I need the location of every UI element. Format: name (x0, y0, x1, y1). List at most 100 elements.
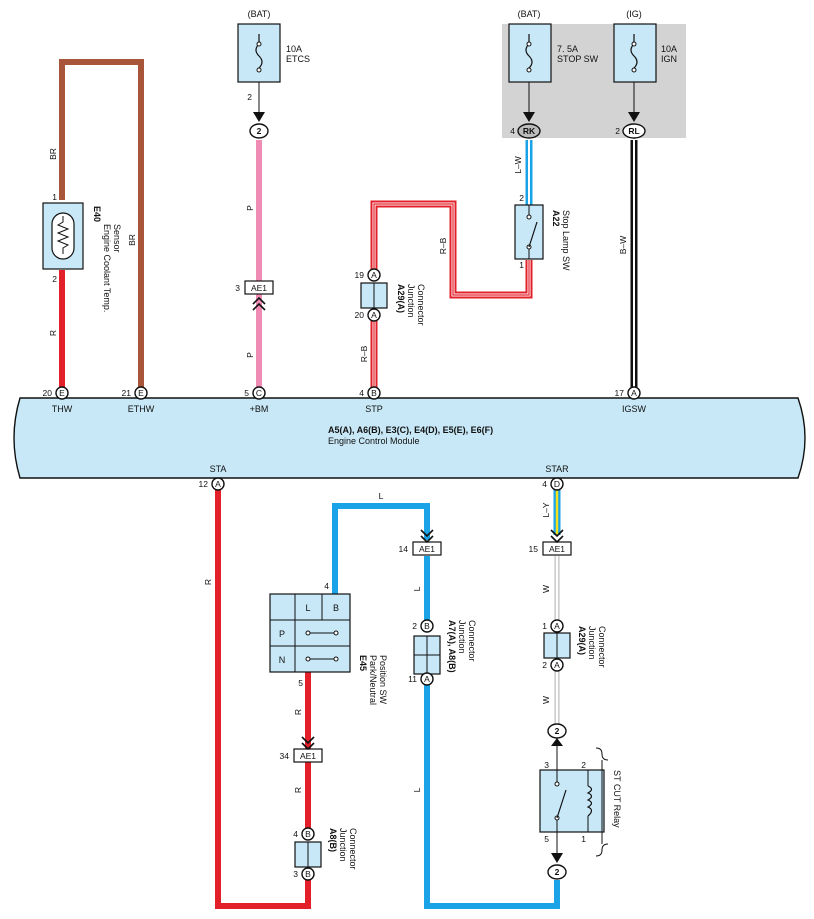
wc-r-thw: R (48, 330, 58, 336)
ecm-pin-ethw: ETHW (128, 404, 155, 414)
bubble-a7-top (420, 619, 434, 633)
ecm-pin-sta: STA (210, 464, 227, 474)
svg-text:Connector: Connector (597, 626, 607, 668)
bubble-stp-text: B (371, 388, 377, 398)
wc-r-sta: R (203, 579, 213, 585)
wire-l (332, 503, 430, 595)
bubble-relay-bot-text: 2 (555, 867, 560, 877)
pin-ecm-sta: 12 (199, 479, 209, 489)
bubble-thw-text: E (59, 388, 65, 398)
pn-row-p: P (279, 629, 285, 639)
svg-text:Position SW: Position SW (378, 655, 388, 705)
svg-text:Connector: Connector (348, 828, 358, 870)
pin-ecm-ethw: 21 (122, 388, 132, 398)
svg-text:Junction: Junction (406, 284, 416, 318)
ecm-name: Engine Control Module (328, 436, 420, 446)
a29-junction-upper (360, 282, 388, 309)
pin-etcs-out: 2 (247, 92, 252, 102)
ae1-box-p (244, 280, 274, 295)
chevron-down-ly (550, 529, 564, 544)
pin-a7-bot: 11 (408, 674, 417, 684)
bubble-igsw-text: A (631, 388, 637, 398)
bubble-sta-text: A (215, 479, 221, 489)
fuse-ign-amp: 10A (661, 44, 677, 54)
pin-ae1-ly: 15 (529, 544, 539, 554)
arrow-relay-up (551, 738, 563, 746)
bubble-relay-top-text: 2 (555, 726, 560, 736)
pin-ae1-l: 14 (399, 544, 409, 554)
pn-col-b: B (333, 603, 339, 613)
pin-relay-1: 1 (581, 834, 586, 844)
wc-br-left: BR (48, 148, 58, 160)
bubble-ecm-igsw (627, 386, 641, 400)
wc-w1: W (541, 585, 551, 593)
wc-w2: W (541, 696, 551, 704)
fuse-etcs (237, 23, 281, 83)
ecm-pin-star: STAR (545, 464, 569, 474)
pin-ign-in: 2 (615, 126, 620, 136)
bubble-ecm-thw (55, 386, 69, 400)
wire-r-sta (215, 490, 311, 909)
a8-label: A8(B) Junction Connector (328, 828, 358, 870)
ae1-label-p: AE1 (251, 283, 267, 293)
wc-rb-lower: R–B (359, 345, 369, 362)
wire-l-low (424, 680, 560, 909)
wire-rb-core (373, 203, 530, 296)
chevron-up-p (252, 296, 266, 311)
e40-coolant-sensor (42, 202, 84, 270)
ecm-pin-thw: THW (52, 404, 73, 414)
a22-label: A22 Stop Lamp SW (551, 210, 571, 271)
bubble-a29-20 (367, 308, 381, 322)
svg-text:E40: E40 (92, 206, 102, 222)
pin-a22-bot: 1 (519, 260, 524, 270)
fuse-etcs-amp: 10A (286, 44, 302, 54)
arrow-stop (523, 112, 535, 122)
bubble-a8-top-text: B (305, 829, 311, 839)
pin-a8-bot: 3 (293, 869, 298, 879)
pin-a7-top: 2 (412, 621, 417, 631)
bubble-a7-top-text: B (424, 621, 430, 631)
fuse-etcs-name: ETCS (286, 54, 310, 64)
power-ig: (IG) (626, 9, 642, 19)
chevron-down-l (420, 529, 434, 544)
svg-text:Engine Coolant Temp.: Engine Coolant Temp. (102, 224, 112, 312)
wire-rb-stripe (372, 202, 531, 297)
bubble-a29b-top (550, 619, 564, 633)
ecm-pin-bm: +BM (250, 404, 269, 414)
fuse-ign-name: IGN (661, 54, 677, 64)
wc-l-mid: L (412, 586, 422, 591)
wc-l-top: L (379, 491, 384, 501)
pin-ecm-star: 4 (542, 479, 547, 489)
bubble-a7-bot (420, 672, 434, 686)
bubble-a8-bot (301, 867, 315, 881)
wc-rb-upper: R–B (438, 237, 448, 254)
pin-relay-3: 3 (544, 760, 549, 770)
bubble-star-text: D (554, 479, 560, 489)
svg-text:A29(A): A29(A) (396, 284, 406, 313)
e45-park-neutral-switch (269, 593, 351, 673)
wc-ly: L–Y (541, 502, 551, 517)
pin-a29b-bot: 2 (542, 660, 547, 670)
pin-relay-2: 2 (581, 760, 586, 770)
bubble-a8-bot-text: B (305, 869, 311, 879)
svg-text:Junction: Junction (587, 626, 597, 660)
bubble-ecm-sta (211, 477, 225, 491)
bubble-a29-19-text: A (371, 270, 377, 280)
fuse-stop-amp: 7. 5A (557, 44, 578, 54)
wc-lw: L–W (513, 156, 523, 173)
wc-r-pn1: R (293, 709, 303, 715)
bubble-a29-20-text: A (371, 310, 377, 320)
ae1-label-ly: AE1 (549, 544, 565, 554)
bubble-rk-text: RK (523, 126, 536, 136)
bubble-bm-text: C (256, 388, 262, 398)
fuse-stop-name: STOP SW (557, 54, 599, 64)
bubble-a29-19 (367, 268, 381, 282)
svg-text:Park/Neutral: Park/Neutral (368, 655, 378, 705)
st-cut-relay (539, 747, 609, 857)
pin-stop-in: 4 (510, 126, 515, 136)
bubble-rk (517, 123, 541, 139)
svg-text:Junction: Junction (457, 620, 467, 654)
bubble-ecm-bm (252, 386, 266, 400)
ae1-label-l: AE1 (419, 544, 435, 554)
